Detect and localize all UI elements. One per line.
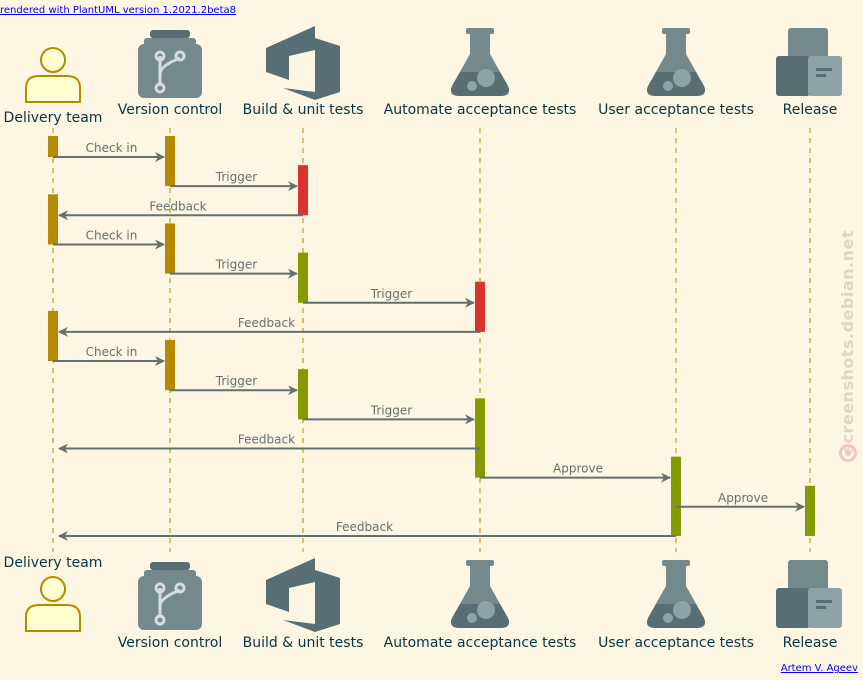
message-9: Trigger <box>170 374 298 396</box>
activation-bar-delivery <box>48 136 58 157</box>
message-4: Check in <box>53 228 165 250</box>
package-boxes-icon <box>776 28 842 96</box>
activation-bar-aat <box>475 398 485 478</box>
activation-bar-build <box>298 165 308 216</box>
message-6: Trigger <box>303 287 475 308</box>
message-label: Feedback <box>238 316 295 330</box>
activation-bar-delivery <box>48 194 58 245</box>
message-3: Feedback <box>58 199 303 221</box>
flask-icon <box>647 560 705 628</box>
message-label: Trigger <box>215 258 257 272</box>
participant-label: Automate acceptance tests <box>384 635 577 651</box>
debian-logo-icon <box>839 444 857 462</box>
participant-label: Build & unit tests <box>243 102 364 118</box>
flask-icon <box>451 28 509 96</box>
message-8: Check in <box>53 345 165 367</box>
message-label: Check in <box>86 345 138 359</box>
azure-devops-icon <box>266 558 340 632</box>
message-label: Check in <box>86 141 138 155</box>
message-label: Trigger <box>370 403 412 417</box>
message-12: Approve <box>480 462 671 483</box>
participant-vcs-bottom: Version control <box>118 562 222 651</box>
flask-icon <box>647 28 705 96</box>
message-label: Approve <box>553 462 603 476</box>
participant-label: Delivery team <box>4 110 103 126</box>
message-label: Feedback <box>149 199 206 213</box>
participant-label: User acceptance tests <box>598 635 754 651</box>
git-repo-icon <box>138 562 202 630</box>
message-label: Check in <box>86 228 138 242</box>
package-boxes-icon <box>776 560 842 628</box>
participant-aat-bottom: Automate acceptance tests <box>384 560 577 651</box>
participant-label: Release <box>783 102 838 118</box>
git-repo-icon <box>138 30 202 98</box>
participant-aat-top: Automate acceptance tests <box>384 28 577 118</box>
activation-bar-build <box>298 369 308 420</box>
activation-bar-delivery <box>48 310 58 362</box>
message-label: Feedback <box>336 520 393 534</box>
message-label: Trigger <box>370 287 412 301</box>
participant-vcs-top: Version control <box>118 30 222 118</box>
watermark-text: screenshots.debian.net <box>838 230 857 454</box>
azure-devops-icon <box>266 26 340 100</box>
message-7: Feedback <box>58 316 480 337</box>
participant-label: Release <box>783 635 838 651</box>
participant-uat-bottom: User acceptance tests <box>598 560 754 651</box>
participant-label: Automate acceptance tests <box>384 102 577 118</box>
activation-bar-release <box>805 485 815 536</box>
participant-build-top: Build & unit tests <box>243 26 364 118</box>
participant-label: User acceptance tests <box>598 102 754 118</box>
participant-build-bottom: Build & unit tests <box>243 558 364 651</box>
message-2: Trigger <box>170 170 298 192</box>
author-link[interactable]: Artem V. Ageev <box>780 663 858 674</box>
message-5: Trigger <box>170 258 298 279</box>
message-label: Approve <box>718 491 768 505</box>
message-1: Check in <box>53 141 165 162</box>
plantuml-version-link[interactable]: rendered with PlantUML version 1.2021.2b… <box>0 5 236 16</box>
message-11: Feedback <box>58 433 480 454</box>
participant-release-bottom: Release <box>776 560 842 651</box>
participant-label: Version control <box>118 102 222 118</box>
activation-bar-vcs <box>165 223 175 274</box>
activation-bar-uat <box>671 456 681 536</box>
message-10: Trigger <box>303 403 475 425</box>
message-label: Trigger <box>215 170 257 184</box>
activation-bar-vcs <box>165 136 175 187</box>
participant-uat-top: User acceptance tests <box>598 28 754 118</box>
activation-bar-aat <box>475 281 485 332</box>
message-label: Feedback <box>238 433 295 447</box>
participant-delivery-bottom: Delivery team <box>4 555 103 632</box>
participant-release-top: Release <box>776 28 842 118</box>
participant-label: Build & unit tests <box>243 635 364 651</box>
activation-bar-build <box>298 252 308 303</box>
activation-bar-vcs <box>165 340 175 391</box>
actor-icon <box>25 576 81 632</box>
participant-label: Version control <box>118 635 222 651</box>
actor-icon <box>25 47 81 103</box>
participant-label: Delivery team <box>4 555 103 571</box>
message-label: Trigger <box>215 374 257 388</box>
message-14: Feedback <box>58 520 676 541</box>
message-13: Approve <box>676 491 805 512</box>
watermark: screenshots.debian.net <box>838 230 860 470</box>
participant-delivery-top: Delivery team <box>4 47 103 126</box>
flask-icon <box>451 560 509 628</box>
